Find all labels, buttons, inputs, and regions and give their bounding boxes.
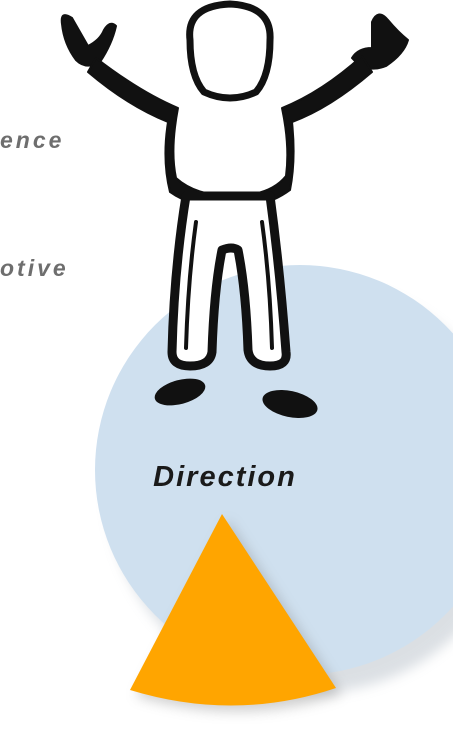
label-top-left: ence (0, 127, 64, 153)
label-mid-left: otive (0, 255, 69, 281)
label-direction: Direction (153, 461, 297, 493)
